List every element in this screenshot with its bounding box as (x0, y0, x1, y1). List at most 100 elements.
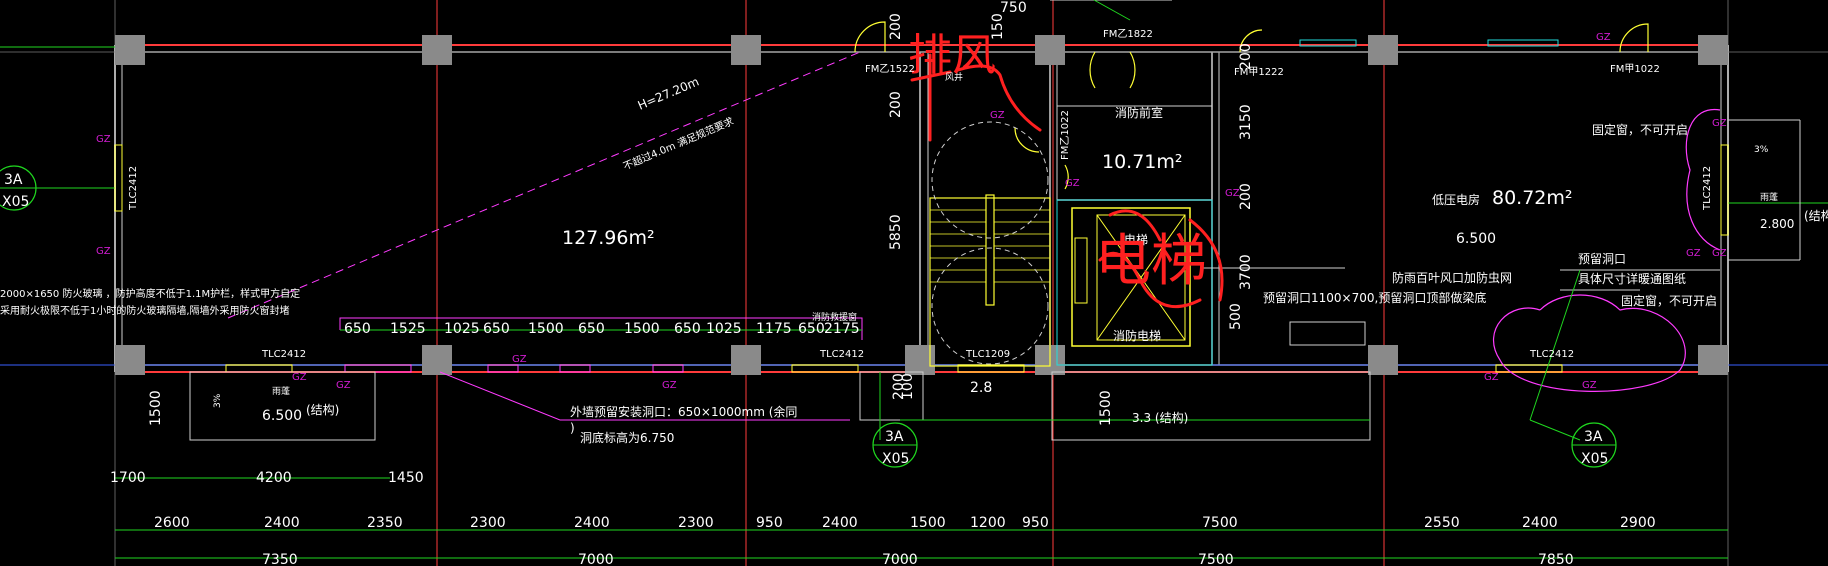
axis-right-top: 3A (1584, 429, 1603, 445)
dim-window-2: 1025 (444, 321, 480, 337)
dim-window-11: 2175 (824, 321, 860, 337)
columns (115, 35, 1728, 375)
dim-window-1: 1525 (390, 321, 426, 337)
gz-mark-0: GZ (96, 134, 111, 145)
gz-mark-3: GZ (336, 380, 351, 391)
dim-vert-10: 1500 (1098, 390, 1114, 426)
reserve-hole-detail: 具体尺寸详暖通图纸 (1578, 271, 1686, 286)
dim-row2-4: 2400 (574, 515, 610, 531)
exterior-opening-note-3: 洞底标高为6.750 (580, 430, 674, 445)
dim-vert-5: 3150 (1238, 104, 1254, 140)
dim-row2-11: 7500 (1202, 515, 1238, 531)
reserve-hole-note: 预留洞口 (1578, 252, 1626, 266)
gz-mark-14: GZ (1582, 380, 1597, 391)
dim-row1-b: 4200 (256, 470, 292, 486)
dim-vert-12: 500 (1228, 303, 1244, 330)
reserve-opening-note: 预留洞口1100×700,预留洞口顶部做梁底 (1263, 290, 1486, 305)
dim-row2-3: 2300 (470, 515, 506, 531)
handwritten-exhaust: 排风 (908, 30, 996, 81)
window-label-4: TLC2412 (1529, 349, 1574, 360)
gz-mark-5: GZ (662, 380, 677, 391)
dim-row2-6: 950 (756, 515, 783, 531)
annotations-lines (189, 0, 1801, 441)
gz-mark-4: GZ (512, 354, 527, 365)
exterior-opening-note-2: ) (570, 421, 575, 435)
gz-mark-12: GZ (1686, 248, 1701, 259)
gz-mark-1: GZ (96, 246, 111, 257)
canopy-33-label: 3.3 (结构) (1132, 410, 1188, 425)
stair-landing-elevation: 2.8 (970, 380, 992, 396)
slope-3pct-right: 3% (1754, 145, 1769, 155)
doors (854, 21, 1649, 190)
dim-vert-8: 200 (891, 373, 907, 400)
axis-left-bottom: X05 (2, 194, 29, 210)
dim-row3-0: 7350 (262, 552, 298, 566)
dim-row2-8: 1500 (910, 515, 946, 531)
window-label-1: TLC2412 (261, 349, 306, 360)
hall-area-label: 127.96m² (562, 227, 655, 249)
dim-row1-c: 1450 (388, 470, 424, 486)
dim-row2-10: 950 (1022, 515, 1049, 531)
canopy-label-right: 雨蓬 (1760, 191, 1778, 203)
dim-row2-9: 1200 (970, 515, 1006, 531)
canopy-struct-left: (结构) (306, 402, 339, 417)
gz-mark-6: GZ (990, 110, 1005, 121)
door-label-fm1522: FM乙1522 (865, 63, 915, 75)
axis-mid-top: 3A (885, 429, 904, 445)
dim-vert-11: 100 (900, 373, 916, 400)
dim-window-5: 650 (578, 321, 605, 337)
dim-vert-6: 200 (1238, 183, 1254, 210)
dimension-lines (115, 329, 1728, 559)
dim-row3-2: 7000 (882, 552, 918, 566)
dim-row2-1: 2400 (264, 515, 300, 531)
dim-top-750: 750 (1000, 0, 1027, 16)
axis-mid-bottom: X05 (882, 451, 909, 467)
dim-window-0: 650 (344, 321, 371, 337)
dim-row1-a: 1700 (110, 470, 146, 486)
canopy-right-elev: 2.800 (1760, 217, 1794, 231)
dim-vert-7: 3700 (1238, 254, 1254, 290)
dim-window-7: 650 (674, 321, 701, 337)
fire-rescue-window-label: 消防救援窗 (812, 311, 857, 323)
window-label-tlc1209: TLC1209 (965, 349, 1010, 360)
fire-elevator-label: 消防电梯 (1113, 328, 1161, 343)
gz-mark-2: GZ (292, 372, 307, 383)
dim-row2-14: 2900 (1620, 515, 1656, 531)
dim-row2-12: 2550 (1424, 515, 1460, 531)
dim-window-3: 650 (483, 321, 510, 337)
dim-row3-1: 7000 (578, 552, 614, 566)
canopy-left-elevation: 6.500 (262, 408, 302, 424)
slope-3pct-left: 3% (213, 393, 223, 408)
fire-lobby-area: 10.71m² (1102, 151, 1183, 173)
stair (929, 121, 1051, 367)
dim-row2-13: 2400 (1522, 515, 1558, 531)
gz-mark-13: GZ (1484, 372, 1499, 383)
dim-row2-2: 2350 (367, 515, 403, 531)
exhaust-small-label: 风井 (945, 71, 963, 83)
gz-mark-10: GZ (1712, 118, 1727, 129)
door-label-fm1222: FM甲1222 (1234, 67, 1284, 78)
fixed-window-note-2: 固定窗，不可开启 (1621, 293, 1717, 308)
opening-note-2: 采用耐火极限不低于1小时的防火玻璃隔墙,隔墙外采用防火窗封堵 (0, 304, 290, 317)
dim-row2-7: 2400 (822, 515, 858, 531)
low-voltage-area: 80.72m² (1492, 187, 1573, 209)
dim-window-6: 1500 (624, 321, 660, 337)
windows (114, 39, 1729, 373)
dim-row2-0: 2600 (154, 515, 190, 531)
fire-lobby-label: 消防前室 (1115, 105, 1163, 120)
window-label-3: TLC2412 (128, 166, 139, 211)
dim-window-10: 650 (798, 321, 825, 337)
lvr-elevation: 6.500 (1456, 231, 1496, 247)
axis-left-top: 3A (4, 172, 23, 188)
gz-mark-9: GZ (1596, 32, 1611, 43)
dim-vert-4: 200 (1238, 43, 1254, 70)
fixed-window-note-1: 固定窗，不可开启 (1592, 122, 1688, 137)
gz-mark-8: GZ (1225, 188, 1240, 199)
dim-window-4: 1500 (528, 321, 564, 337)
dim-vert-3: 5850 (888, 214, 904, 250)
canopy-right-struct: (结构 (1804, 208, 1828, 223)
axis-bubble-mid (872, 422, 918, 468)
